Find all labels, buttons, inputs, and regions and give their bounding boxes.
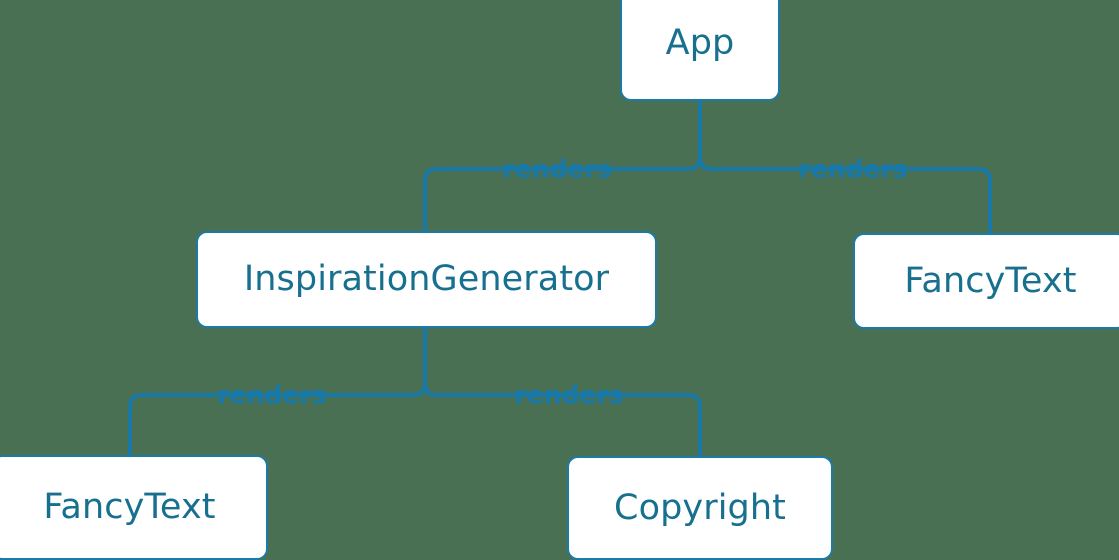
node-inspiration-generator-label: InspirationGenerator <box>243 259 610 299</box>
node-app-label: App <box>665 23 735 63</box>
node-app[interactable]: App <box>620 0 780 101</box>
edge-app-to-fancytext-right <box>698 156 992 233</box>
node-copyright-label: Copyright <box>614 487 786 528</box>
node-copyright[interactable]: Copyright <box>567 456 833 560</box>
node-inspiration-generator[interactable]: InspirationGenerator <box>196 231 657 328</box>
edge-label-inspiration-fancytext-left: renders <box>217 380 327 410</box>
edge-inspiration-to-copyright <box>423 382 702 456</box>
node-fancytext-right-label: FancyText <box>904 260 1077 301</box>
edge-label-inspiration-copyright: renders <box>514 380 624 410</box>
node-fancytext-left[interactable]: FancyText <box>0 455 268 560</box>
node-fancytext-left-label: FancyText <box>43 487 216 527</box>
edge-label-app-fancytext-right: renders <box>798 154 908 184</box>
edge-inspiration-to-fancytext-left <box>128 382 427 455</box>
edge-app-to-inspiration <box>423 156 702 231</box>
edge-label-app-inspiration: renders <box>502 154 612 184</box>
node-fancytext-right[interactable]: FancyText <box>853 233 1119 329</box>
